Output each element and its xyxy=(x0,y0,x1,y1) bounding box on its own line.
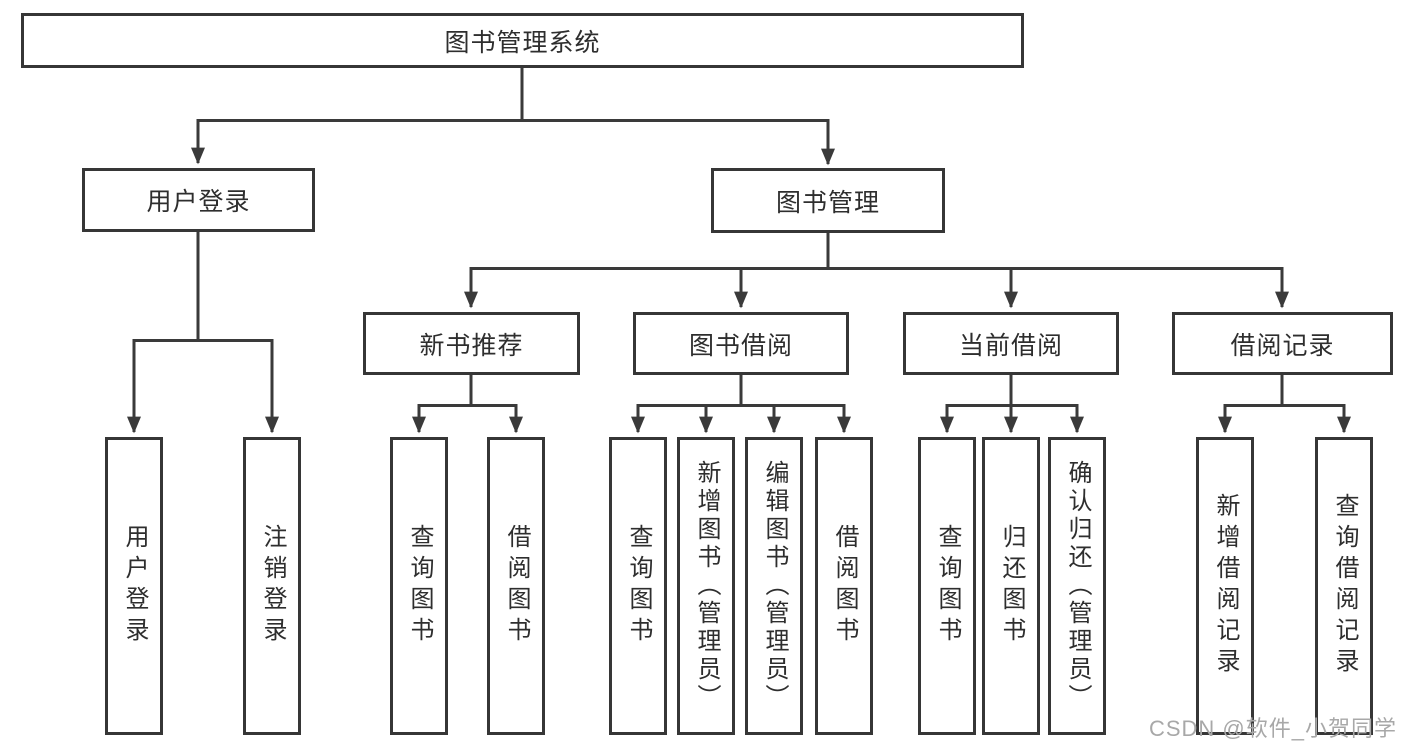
node-label: 借阅图书 xyxy=(831,524,858,648)
node-leaf-cb-return-books: 归还图书 xyxy=(982,437,1040,735)
node-leaf-logout: 注销登录 xyxy=(243,437,301,735)
node-label: 图书管理 xyxy=(775,188,880,217)
node-label: 新增图书（管理员） xyxy=(693,460,720,712)
node-leaf-bb-edit-books-admin: 编辑图书（管理员） xyxy=(745,437,803,735)
node-label: 新增借阅记录 xyxy=(1212,493,1239,679)
node-leaf-br-add-record: 新增借阅记录 xyxy=(1196,437,1254,735)
node-leaf-nb-query-books: 查询图书 xyxy=(390,437,448,735)
node-label: 查询借阅记录 xyxy=(1331,493,1358,679)
node-label: 查询图书 xyxy=(625,524,652,648)
node-label: 查询图书 xyxy=(934,524,961,648)
node-leaf-bb-borrow-books: 借阅图书 xyxy=(815,437,873,735)
node-label: 当前借阅 xyxy=(958,331,1063,360)
node-label: 归还图书 xyxy=(998,524,1025,648)
node-leaf-bb-query-books: 查询图书 xyxy=(609,437,667,735)
node-book-borrow: 图书借阅 xyxy=(633,312,849,375)
node-user-login: 用户登录 xyxy=(82,168,315,232)
node-label: 确认归还（管理员） xyxy=(1064,460,1091,712)
node-leaf-cb-query-books: 查询图书 xyxy=(918,437,976,735)
node-leaf-cb-confirm-return-admin: 确认归还（管理员） xyxy=(1048,437,1106,735)
node-current-borrow: 当前借阅 xyxy=(903,312,1119,375)
node-label: 新书推荐 xyxy=(419,331,524,360)
node-label: 编辑图书（管理员） xyxy=(761,460,788,712)
node-label: 图书借阅 xyxy=(688,331,793,360)
node-root: 图书管理系统 xyxy=(21,13,1024,68)
node-label: 借阅记录 xyxy=(1230,331,1335,360)
node-leaf-bb-add-books-admin: 新增图书（管理员） xyxy=(677,437,735,735)
node-leaf-br-query-record: 查询借阅记录 xyxy=(1315,437,1373,735)
node-book-management: 图书管理 xyxy=(711,168,945,233)
node-leaf-nb-borrow-books: 借阅图书 xyxy=(487,437,545,735)
node-borrow-record: 借阅记录 xyxy=(1172,312,1393,375)
node-label: 图书管理系统 xyxy=(444,28,601,57)
node-label: 查询图书 xyxy=(406,524,433,648)
node-label: 用户登录 xyxy=(146,188,251,216)
node-leaf-user-login: 用户登录 xyxy=(105,437,163,735)
node-label: 注销登录 xyxy=(259,524,286,648)
node-new-book-recommend: 新书推荐 xyxy=(363,312,580,375)
node-label: 借阅图书 xyxy=(503,524,530,648)
csdn-watermark: CSDN @软件_小贺同学 xyxy=(1148,716,1397,741)
node-label: 用户登录 xyxy=(121,524,148,648)
